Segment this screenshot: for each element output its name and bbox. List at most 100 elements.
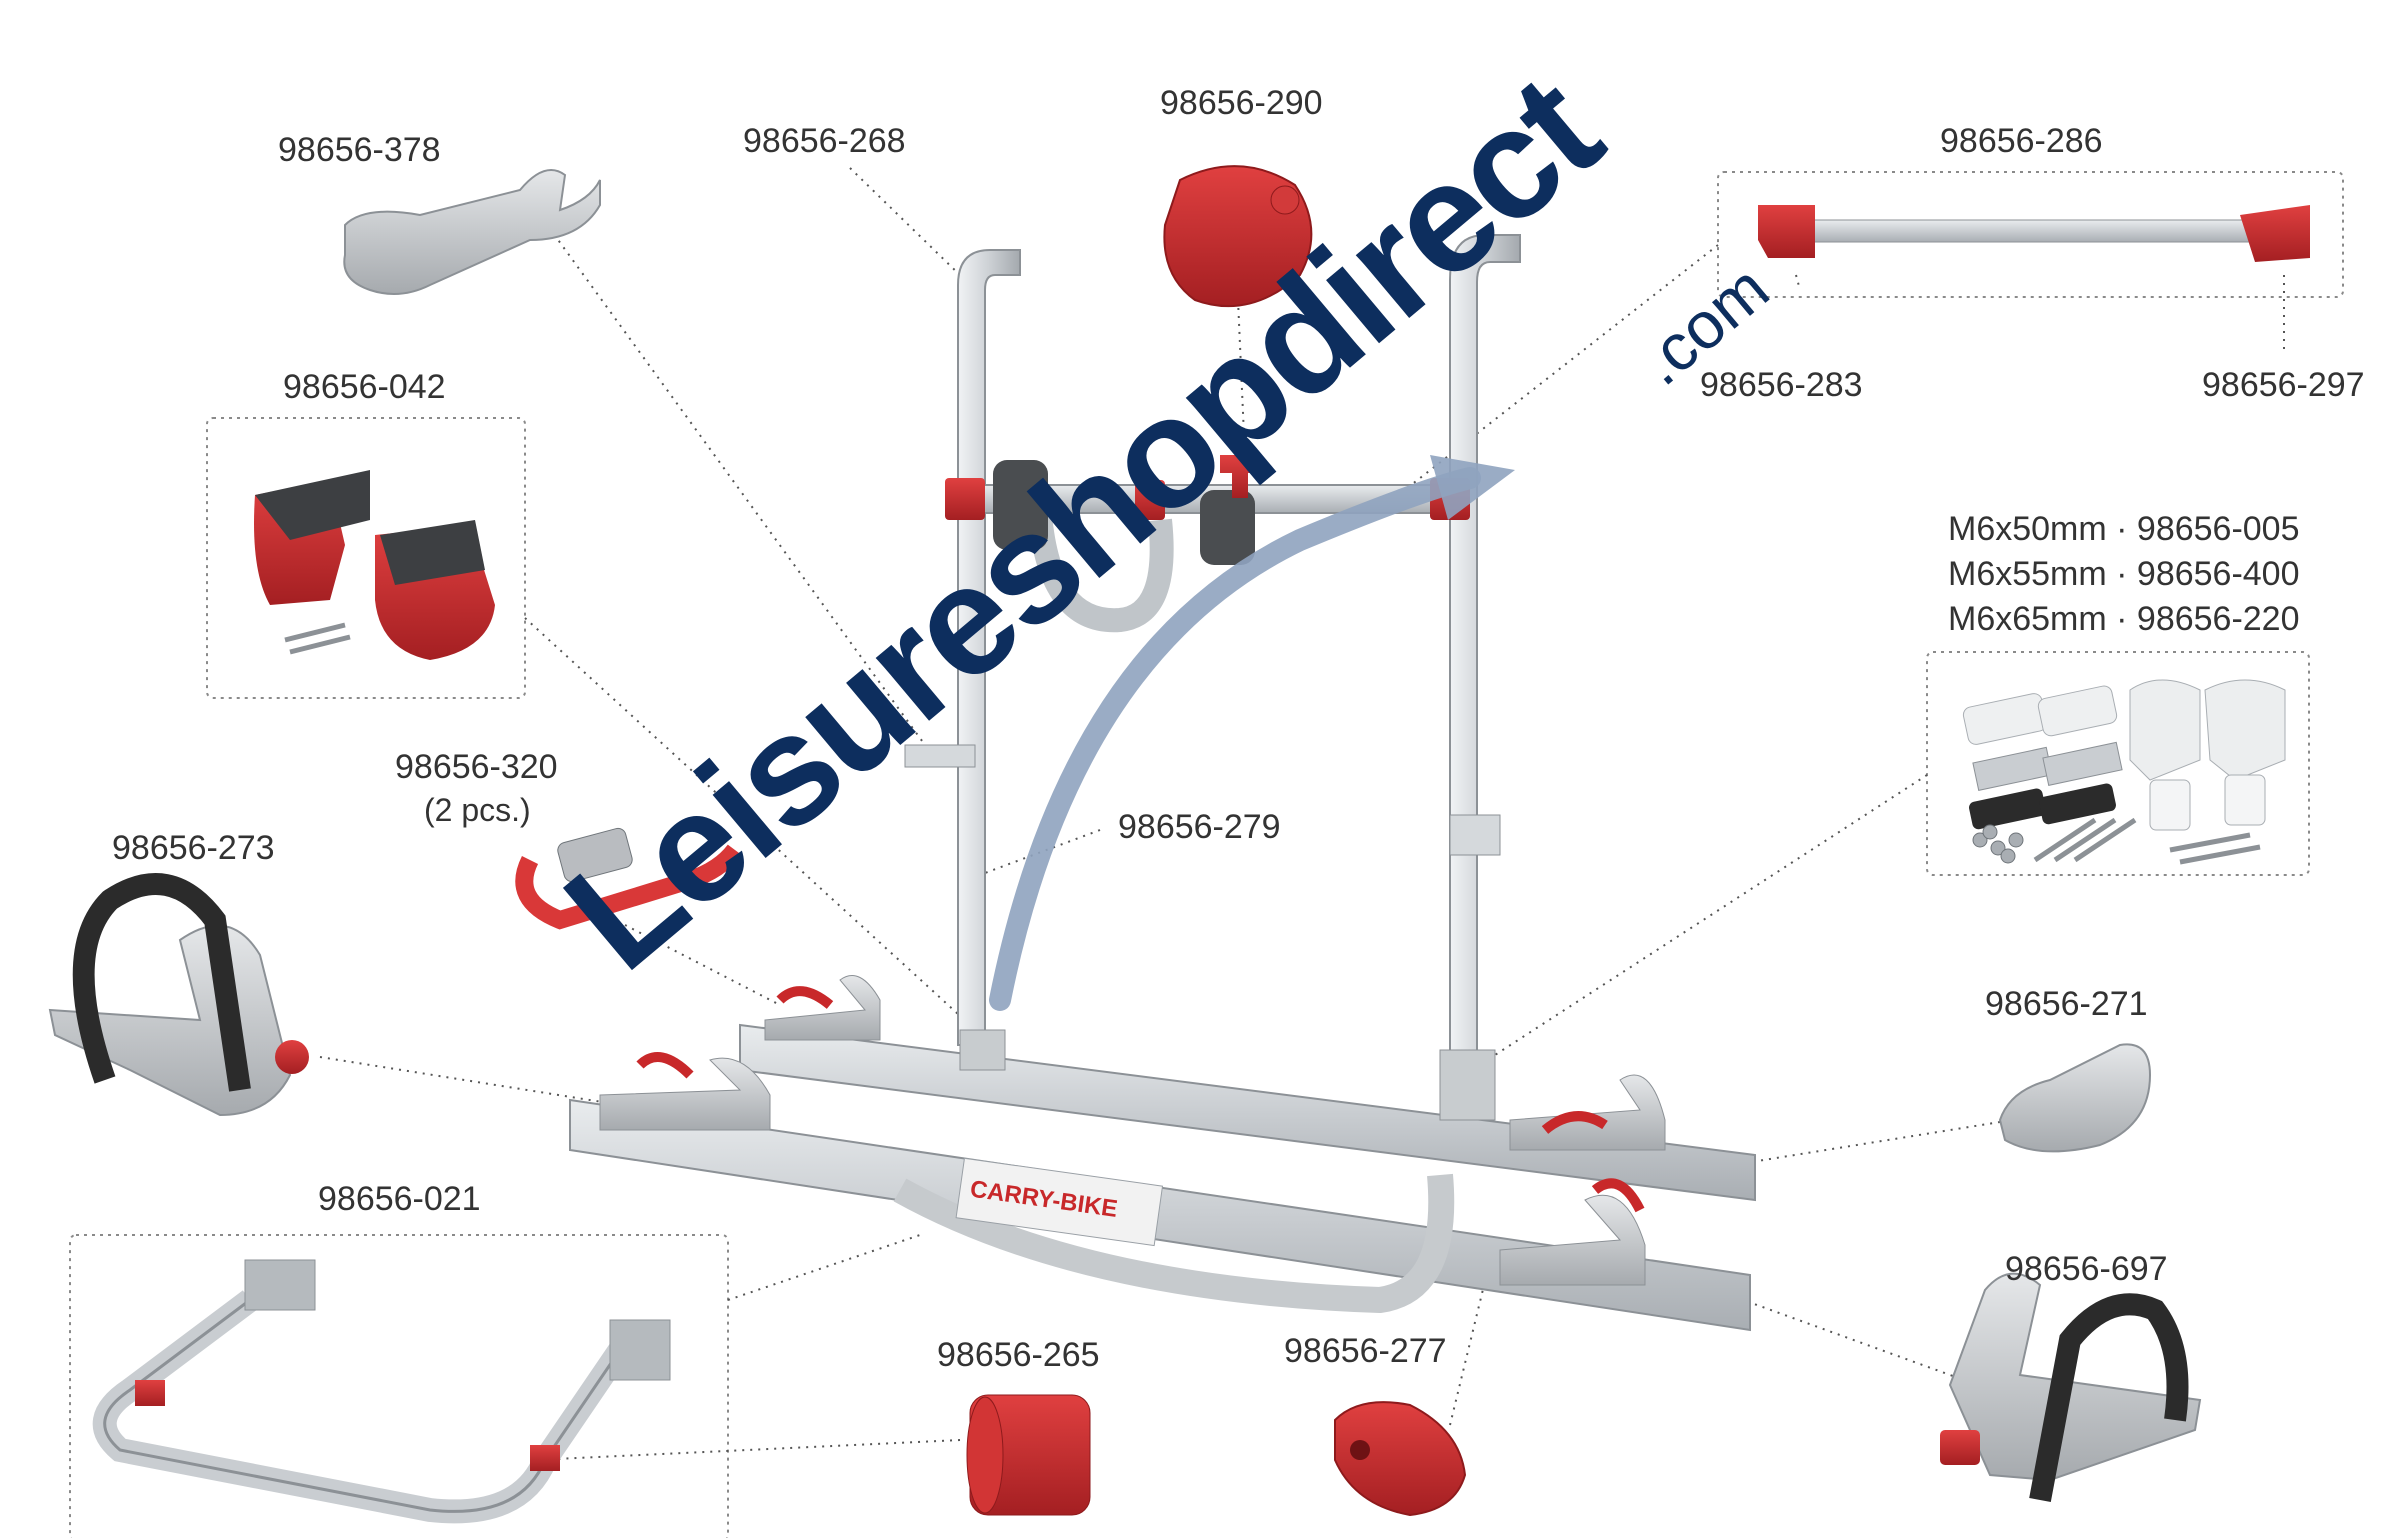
right-upright-tube — [1449, 234, 1521, 1081]
knob-290-hub — [1270, 185, 1300, 215]
bolt — [2179, 844, 2261, 865]
label-98656-279: 98656-279 — [1118, 808, 1281, 846]
wheel-holder-rear-left — [764, 975, 881, 1041]
leader-screw-kit — [1494, 774, 1928, 1056]
strap-320-buckle — [557, 827, 633, 883]
holder-697-strap — [2029, 1293, 2189, 1503]
leader-98656-697 — [1654, 1267, 1976, 1385]
frame-98656-021 — [69, 1234, 729, 1538]
part-98656-021-shape — [92, 1259, 671, 1524]
rubber-b — [2039, 783, 2116, 825]
clamp-mid — [1135, 480, 1165, 520]
label-98656-273: 98656-273 — [112, 829, 275, 867]
pad-b — [2037, 685, 2118, 737]
bike-hook-tube — [1028, 513, 1174, 633]
label-98656-297: 98656-297 — [2202, 366, 2365, 404]
leader-98656-021 — [727, 1234, 921, 1301]
label-98656-021: 98656-021 — [318, 1180, 481, 1218]
leader-lines — [319, 167, 2285, 1461]
bike-carrier-assembly: CARRY-BIKE — [569, 234, 1756, 1332]
holder-378-body — [343, 169, 601, 295]
cylinder-265-face — [966, 1396, 1004, 1514]
bolt — [2053, 817, 2117, 863]
label-98656-320: 98656-320 — [395, 748, 558, 786]
part-98656-277-shape — [1334, 1401, 1467, 1517]
lower-loop-tube — [893, 1173, 1455, 1314]
bolt — [2033, 817, 2097, 863]
frame-021-tube-shade — [103, 1298, 622, 1513]
small-knob — [1220, 455, 1260, 498]
part-98656-286-shape — [1758, 205, 2310, 262]
left-upright-tube — [957, 249, 1021, 1046]
knob-277-hole — [1350, 1440, 1370, 1460]
frame-021-tube — [92, 1290, 630, 1524]
label-m6x65: M6x65mm · 98656-220 — [1948, 600, 2300, 638]
clamp-042-left-top — [255, 470, 370, 540]
component-frames — [69, 171, 2344, 1538]
cap-271-body — [1998, 1043, 2152, 1153]
grip-left — [993, 460, 1048, 550]
clamp-042-right-top — [380, 520, 485, 585]
label-98656-290: 98656-290 — [1160, 84, 1323, 122]
label-98656-042: 98656-042 — [283, 368, 446, 406]
frame-021-joint-left — [135, 1380, 165, 1406]
end-cap-283 — [1758, 205, 1815, 258]
label-98656-378: 98656-378 — [278, 131, 441, 169]
plate-a — [1972, 746, 2053, 791]
leader-98656-271 — [1744, 1121, 2001, 1164]
frame-98656-042 — [206, 417, 526, 699]
end-cap-297 — [2240, 205, 2310, 262]
sleeve-b — [2224, 774, 2266, 826]
label-98656-697: 98656-697 — [2005, 1250, 2168, 1288]
screw-042-b — [289, 634, 351, 655]
frame-screw-kit — [1926, 651, 2310, 876]
frame-021-joint-right — [530, 1445, 560, 1471]
holder-697-body — [1948, 1272, 2202, 1482]
part-98656-271-shape — [1998, 1043, 2152, 1153]
part-98656-042-shape — [254, 470, 495, 660]
carry-bike-decal: CARRY-BIKE — [955, 1157, 1164, 1247]
watermark-arrow-head — [1430, 455, 1515, 520]
watermark-swoosh-arc — [989, 467, 1481, 1011]
part-98656-378-shape — [343, 169, 601, 295]
frame-021-clip-left — [244, 1259, 316, 1311]
label-m6x50: M6x50mm · 98656-005 — [1948, 510, 2300, 548]
part-98656-290-shape — [1163, 165, 1313, 308]
leader-98656-378 — [539, 214, 926, 746]
bolt — [2073, 817, 2137, 863]
grip-right — [1200, 490, 1255, 565]
leader-98656-273 — [319, 1056, 641, 1109]
frame-021-clip-right — [609, 1319, 671, 1381]
screw-042-a — [284, 622, 346, 643]
part-screw-kit-shape — [1962, 679, 2286, 865]
label-98656-268: 98656-268 — [743, 122, 906, 160]
mid-bracket-right — [1449, 814, 1501, 856]
lower-joint-left — [959, 1029, 1006, 1071]
strap-rear-right — [1541, 1111, 1608, 1134]
nut — [2008, 832, 2024, 848]
bar-286-tube — [1789, 219, 2261, 243]
rubber-a — [1969, 788, 2046, 830]
mount-a — [2129, 679, 2201, 781]
label-98656-277: 98656-277 — [1284, 1332, 1447, 1370]
label-m6x55: M6x55mm · 98656-400 — [1948, 555, 2300, 593]
leader-98656-320 — [624, 924, 781, 1006]
part-98656-320-shape — [515, 827, 743, 930]
label-98656-265: 98656-265 — [937, 1336, 1100, 1374]
label-98656-286: 98656-286 — [1940, 122, 2103, 160]
bolts — [2033, 817, 2261, 865]
part-98656-273-shape — [48, 873, 309, 1117]
sleeve-a — [2149, 779, 2191, 831]
strap-320-loop — [515, 844, 743, 930]
part-98656-697-shape — [1940, 1272, 2202, 1503]
holder-273-knob — [275, 1040, 309, 1074]
holder-697-clamp — [1940, 1430, 1980, 1465]
clamp-left — [945, 478, 985, 520]
holder-273-strap — [72, 873, 251, 1092]
bolt — [2169, 832, 2251, 853]
leader-98656-268 — [849, 167, 966, 281]
lower-joint-right — [1439, 1049, 1496, 1121]
leader-98656-286 — [1391, 244, 1719, 501]
leader-98656-265 — [534, 1439, 961, 1461]
